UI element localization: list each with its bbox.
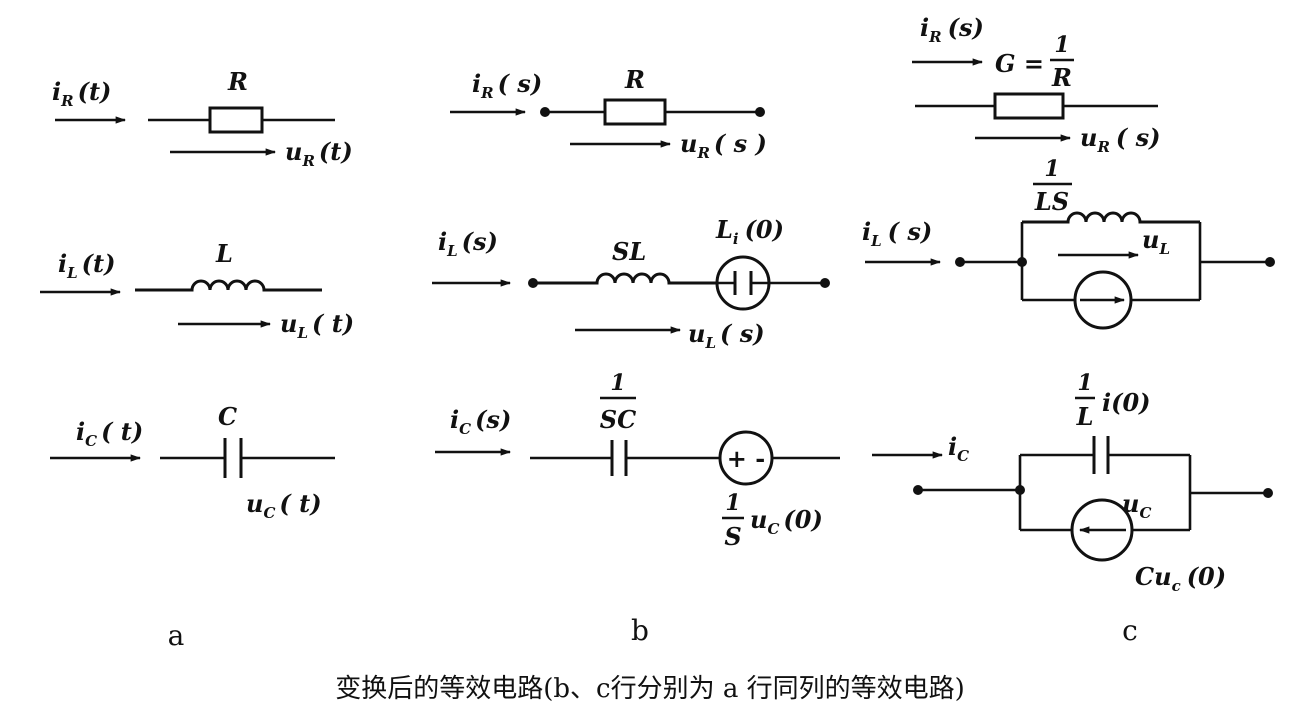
- col-c-c-src-den: L: [1076, 402, 1094, 431]
- source-polarity: + -: [727, 444, 765, 473]
- resistor-symbol: [603, 98, 667, 126]
- col-b-l-impedance: SL: [612, 237, 646, 266]
- col-b-r-voltage-label: uR( s ): [680, 129, 767, 162]
- col-c-resistor: iR(s) G = 1 R uR( s): [912, 13, 1161, 156]
- col-c-l-adm-num: 1: [1044, 156, 1059, 182]
- col-a-l-voltage-label: uL( t): [280, 309, 354, 342]
- col-c-r-voltage-label: uR( s): [1080, 123, 1161, 156]
- resistor-symbol: [208, 106, 264, 134]
- col-a-r-current-label: iR(t): [52, 77, 111, 110]
- resistor-symbol: [993, 92, 1065, 120]
- col-b-resistor: iR( s) R uR( s ): [450, 65, 767, 162]
- col-a-r-voltage-label: uR(t): [285, 137, 353, 170]
- col-c-l-voltage-label: uL: [1142, 225, 1170, 258]
- inductor-symbol: [1022, 211, 1200, 224]
- col-c-inductor: iL( s) 1 LS uL: [862, 156, 1275, 330]
- col-b-r-name: R: [624, 65, 645, 94]
- col-b-inductor: iL(s) SL Li(0) uL( s): [432, 215, 830, 352]
- col-c-c-current-label: iC: [948, 432, 969, 465]
- col-c-c-voltage-label: uC: [1122, 489, 1151, 522]
- inductor-symbol: [533, 272, 717, 285]
- col-c-g-lhs: G =: [995, 49, 1044, 78]
- col-c-capacitor: iC 1 L i(0) uC Cuc(0): [872, 370, 1273, 595]
- col-a-c-voltage-label: uC( t): [246, 489, 322, 522]
- column-label-c: c: [1122, 614, 1138, 647]
- col-a-c-current-label: iC( t): [76, 417, 143, 450]
- col-c-c-src-expr: i(0): [1102, 388, 1151, 417]
- col-a-l-name: L: [215, 239, 233, 268]
- col-a-resistor: iR(t) R uR(t): [52, 67, 353, 170]
- col-c-l-adm-den: LS: [1034, 187, 1069, 216]
- terminal-dot: [1263, 488, 1273, 498]
- col-a-capacitor: iC( t) C uC( t): [50, 402, 335, 522]
- col-c-c-src-num: 1: [1077, 370, 1092, 396]
- col-a-l-current-label: iL(t): [58, 249, 115, 282]
- col-a-c-name: C: [218, 402, 237, 431]
- col-b-capacitor: iC(s) 1 SC + - 1 S uC(0): [435, 370, 840, 551]
- col-b-c-current-label: iC(s): [450, 405, 511, 438]
- col-a-inductor: iL(t) L uL( t): [40, 239, 354, 342]
- col-c-g-den: R: [1051, 63, 1072, 92]
- col-b-c-source-den: S: [724, 522, 741, 551]
- col-a-r-name: R: [227, 67, 248, 96]
- col-c-l-current-label: iL( s): [862, 217, 932, 250]
- col-c-c-source-label: Cuc(0): [1135, 562, 1226, 595]
- col-b-l-source-label: Li(0): [715, 215, 784, 248]
- col-c-r-current-label: iR(s): [920, 13, 984, 46]
- terminal-dot: [820, 278, 830, 288]
- col-b-c-imp-num: 1: [610, 370, 625, 396]
- terminal-dot: [1265, 257, 1275, 267]
- col-c-g-num: 1: [1054, 32, 1069, 58]
- col-b-c-source-num: 1: [725, 490, 740, 516]
- col-b-r-current-label: iR( s): [472, 69, 542, 102]
- col-b-l-voltage-label: uL( s): [688, 319, 765, 352]
- column-label-a: a: [168, 619, 185, 652]
- col-b-c-source-expr: uC(0): [750, 505, 823, 538]
- terminal-dot: [755, 107, 765, 117]
- col-b-c-imp-den: SC: [600, 405, 636, 434]
- col-b-l-current-label: iL(s): [438, 227, 498, 260]
- inductor-symbol: [135, 279, 322, 292]
- figure-caption: 变换后的等效电路(b、c行分别为 a 行同列的等效电路): [335, 674, 965, 704]
- column-label-b: b: [631, 614, 649, 647]
